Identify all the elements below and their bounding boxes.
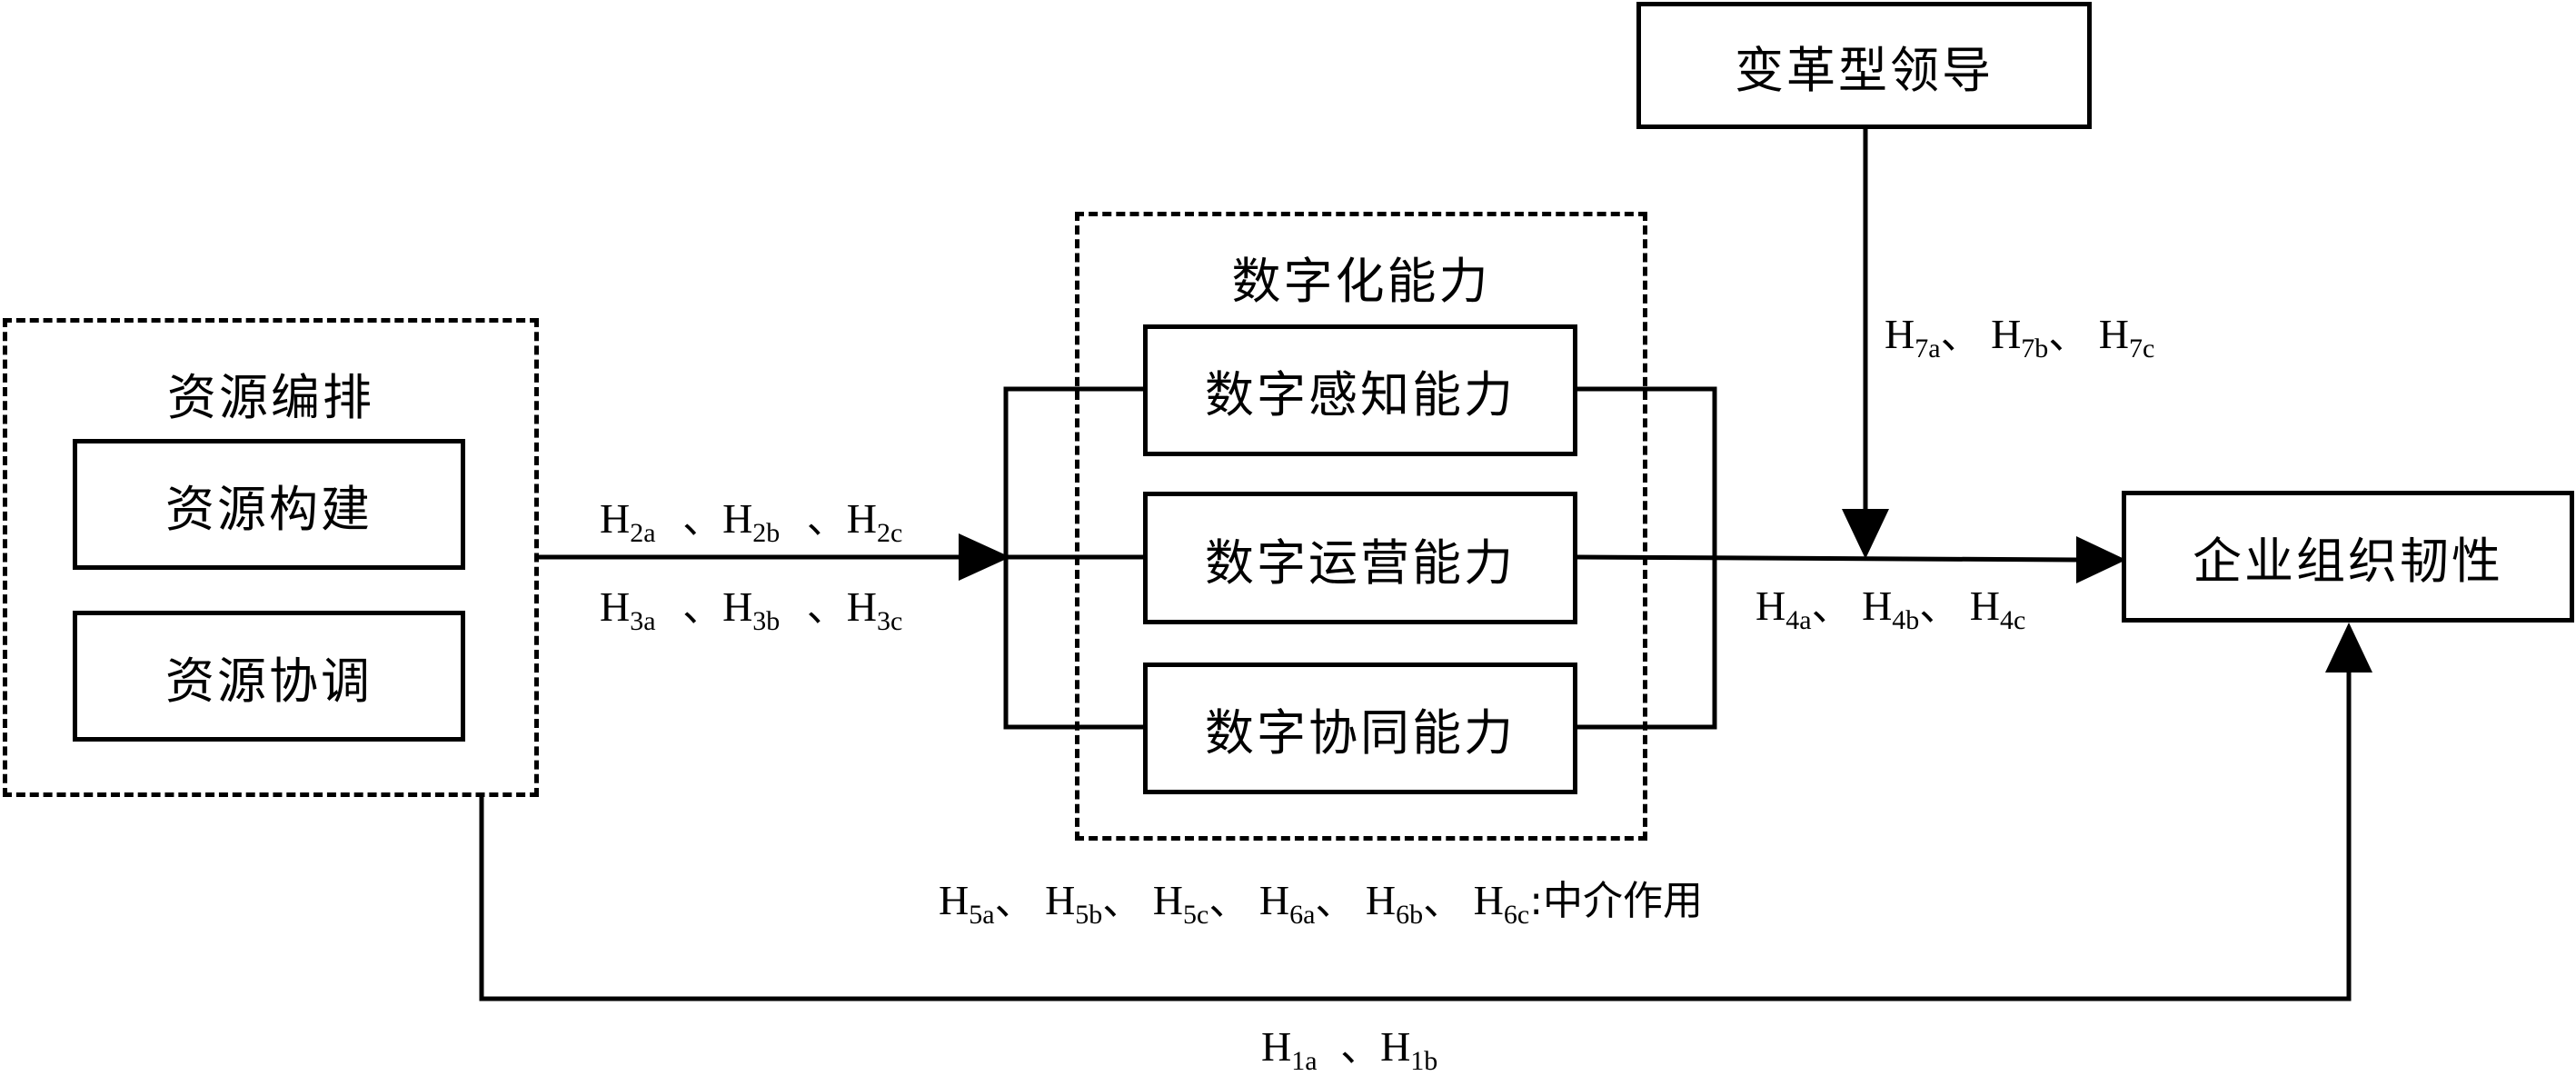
resource-orchestration-title: 资源编排 [167,369,374,426]
resource-construction-box: 资源构建 [73,439,465,570]
digital-operation-box: 数字运营能力 [1143,492,1577,624]
resource-coordination-box: 资源协调 [73,611,465,742]
digital-collaboration-box: 数字协同能力 [1143,663,1577,794]
digital-perception-box: 数字感知能力 [1143,324,1577,456]
digital-capability-group [1075,212,1647,841]
transformational-leadership-box: 变革型领导 [1636,2,2092,129]
resource-orchestration-group [3,318,539,797]
label-h3: H3a 、H3b 、H3c [600,583,903,636]
arrow-capability-to-resilience [1576,554,2077,563]
label-h2: H2a 、H2b 、H2c [600,495,903,548]
arrowhead-moderation [1842,509,1889,559]
organizational-resilience-box: 企业组织韧性 [2122,491,2574,623]
arrowhead-capability [959,533,1010,581]
label-mediation: H5a、 H5b、 H5c、 H6a、 H6b、 H6c:中介作用 [939,877,1704,930]
digital-capability-title: 数字化能力 [1231,253,1491,310]
arrow-orchestration-to-resilience [479,672,2352,1001]
arrowhead-resilience [2076,536,2126,583]
arrowhead-direct [2325,623,2372,672]
label-h4: H4a、 H4b、 H4c [1755,583,2026,635]
label-h7: H7a、 H7b、 H7c [1885,311,2155,364]
label-h1: H1a 、H1b [1261,1023,1438,1076]
